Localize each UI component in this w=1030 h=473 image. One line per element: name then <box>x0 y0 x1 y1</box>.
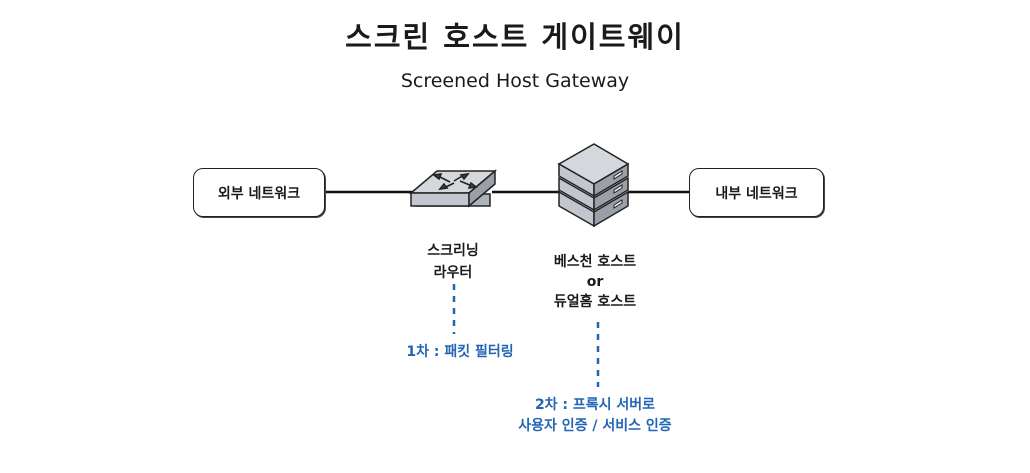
internal-network-box: 내부 네트워크 <box>689 168 824 217</box>
page-title: 스크린 호스트 게이트웨이 <box>345 20 685 54</box>
bastion-label-line2: or <box>586 274 604 290</box>
router-label-line2: 라우터 <box>433 265 473 281</box>
bastion-label-line1: 베스천 호스트 <box>553 254 637 270</box>
external-network-box: 외부 네트워크 <box>193 168 325 217</box>
router-label: 스크리닝 라우터 <box>394 240 512 284</box>
second-stage-line1: 2차 : 프록시 서버로 <box>534 397 656 413</box>
first-stage-annotation: 1차 : 패킷 필터링 <box>406 344 514 360</box>
bastion-label-line3: 듀얼홈 호스트 <box>553 294 637 310</box>
second-stage-annotation: 2차 : 프록시 서버로 사용자 인증 / 서비스 인증 <box>460 395 730 437</box>
second-stage-line2: 사용자 인증 / 서비스 인증 <box>518 418 672 434</box>
server-stack-icon <box>557 143 630 228</box>
page-subtitle: Screened Host Gateway <box>400 70 630 92</box>
router-label-line1: 스크리닝 <box>427 243 479 259</box>
router-icon <box>408 169 498 208</box>
bastion-label: 베스천 호스트 or 듀얼홈 호스트 <box>520 252 670 312</box>
